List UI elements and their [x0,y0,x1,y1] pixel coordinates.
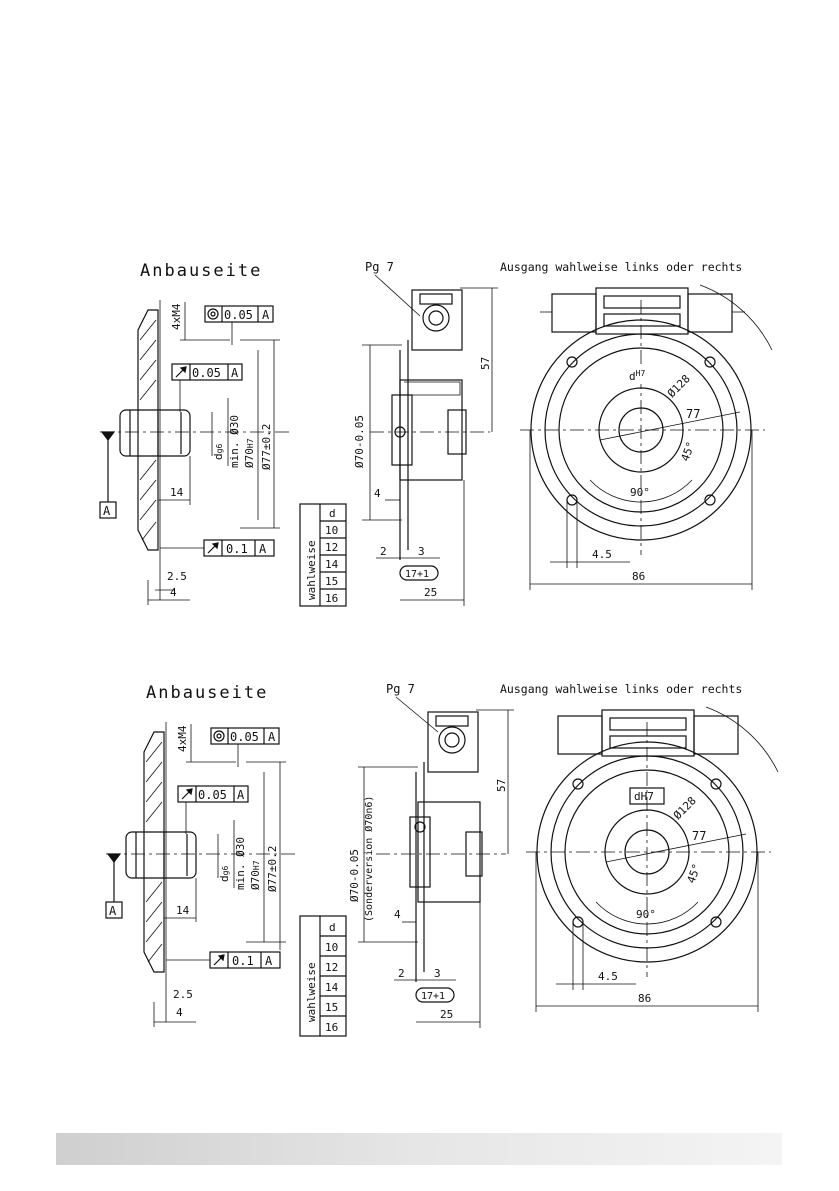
svg-text:0.05: 0.05 [192,366,221,380]
datum-label: A [109,904,117,918]
svg-text:dg6: dg6 [212,444,225,460]
svg-text:A: A [265,954,273,968]
svg-text:57: 57 [495,779,508,792]
svg-text:0.1: 0.1 [226,542,248,556]
datum-label: A [103,504,111,518]
pg-label: Pg 7 [386,682,415,696]
svg-text:dg6: dg6 [218,866,231,882]
svg-text:2.5: 2.5 [173,988,193,1001]
svg-text:2: 2 [398,967,405,980]
footer-bar [56,1133,782,1165]
side-title: Anbauseite [146,683,268,703]
svg-text:17+1: 17+1 [421,991,445,1002]
svg-text:d: d [329,507,336,520]
svg-text:15: 15 [325,1001,338,1014]
size-table: d 10 12 14 15 16 wahlweise [299,503,347,607]
svg-text:12: 12 [325,961,338,974]
svg-text:4: 4 [170,586,177,599]
output-note: Ausgang wahlweise links oder rechts [500,682,742,696]
concentricity-icon [213,730,225,742]
tol-frame-concentric: 0.05 A [204,305,274,345]
size-table: d 10 12 14 15 16 wahlweise [299,915,347,1037]
svg-text:16: 16 [325,1021,338,1034]
svg-text:d: d [329,921,336,934]
shaft [119,409,191,457]
svg-text:57: 57 [479,357,492,370]
svg-text:Ø70H7: Ø70H7 [243,438,256,468]
concentricity-icon [207,308,219,320]
svg-text:45°: 45° [685,862,704,885]
svg-text:45°: 45° [679,440,698,463]
svg-text:0.05: 0.05 [198,788,227,802]
svg-text:90°: 90° [630,486,650,499]
svg-text:25: 25 [424,586,437,599]
svg-text:10: 10 [325,941,338,954]
svg-text:A: A [231,366,239,380]
svg-text:0.05: 0.05 [224,308,253,322]
svg-text:0.05: 0.05 [230,730,259,744]
svg-text:4: 4 [394,908,401,921]
svg-text:dH7: dH7 [629,369,645,383]
svg-text:90°: 90° [636,908,656,921]
svg-text:12: 12 [325,541,338,554]
svg-text:86: 86 [632,570,645,583]
svg-text:4: 4 [176,1006,183,1019]
svg-text:Ø77±0.2: Ø77±0.2 [266,846,279,892]
svg-text:10: 10 [325,524,338,537]
svg-text:3: 3 [418,545,425,558]
thread-label: 4xM4 [176,725,189,752]
side-title: Anbauseite [140,261,262,281]
front-connector-box [595,287,689,335]
tol-frame-runout-bottom: 0.1 A [160,539,275,557]
svg-text:86: 86 [638,992,651,1005]
svg-text:2.5: 2.5 [167,570,187,583]
svg-text:14: 14 [176,904,190,917]
svg-text:Ø128: Ø128 [665,372,693,400]
svg-text:A: A [262,308,270,322]
svg-text:14: 14 [325,558,339,571]
svg-text:0.1: 0.1 [232,954,254,968]
svg-text:wahlweise: wahlweise [305,540,318,600]
flange-hatching [139,319,157,541]
svg-text:3: 3 [434,967,441,980]
svg-text:A: A [237,788,245,802]
svg-text:77: 77 [692,829,706,843]
svg-text:(Sonderversion Ø70n6): (Sonderversion Ø70n6) [363,796,375,922]
svg-text:4.5: 4.5 [592,548,612,561]
svg-text:14: 14 [325,981,339,994]
svg-text:Ø70-0.05: Ø70-0.05 [348,849,361,902]
svg-text:Ø128: Ø128 [671,794,699,822]
svg-text:4: 4 [374,487,381,500]
svg-text:A: A [259,542,267,556]
svg-text:2: 2 [380,545,387,558]
svg-text:Ø70H7: Ø70H7 [249,860,262,890]
svg-text:dH7: dH7 [634,790,654,803]
svg-text:A: A [268,730,276,744]
svg-text:17+1: 17+1 [405,569,429,580]
svg-text:min. Ø30: min. Ø30 [228,415,241,468]
svg-text:77: 77 [686,407,700,421]
flange-outline [137,309,159,551]
svg-text:Ø77±0.2: Ø77±0.2 [260,424,273,470]
tol-frame-runout-top: 0.05 A [171,363,243,412]
output-note: Ausgang wahlweise links oder rechts [500,260,742,274]
datum-box [99,501,117,519]
svg-text:15: 15 [325,575,338,588]
svg-text:14: 14 [170,486,184,499]
svg-text:25: 25 [440,1008,453,1021]
svg-text:16: 16 [325,592,338,605]
svg-text:Ø70-0.05: Ø70-0.05 [353,415,366,468]
drawing-1-group: Anbauseite A 4xM4 [99,260,773,607]
svg-text:wahlweise: wahlweise [305,962,318,1022]
svg-text:4.5: 4.5 [598,970,618,983]
svg-text:min. Ø30: min. Ø30 [234,837,247,890]
thread-label: 4xM4 [170,303,183,330]
pg-label: Pg 7 [365,260,394,274]
drawing-2-group: Anbauseite A 4xM4 0.05 A [105,682,779,1037]
connector-housing [411,289,463,351]
